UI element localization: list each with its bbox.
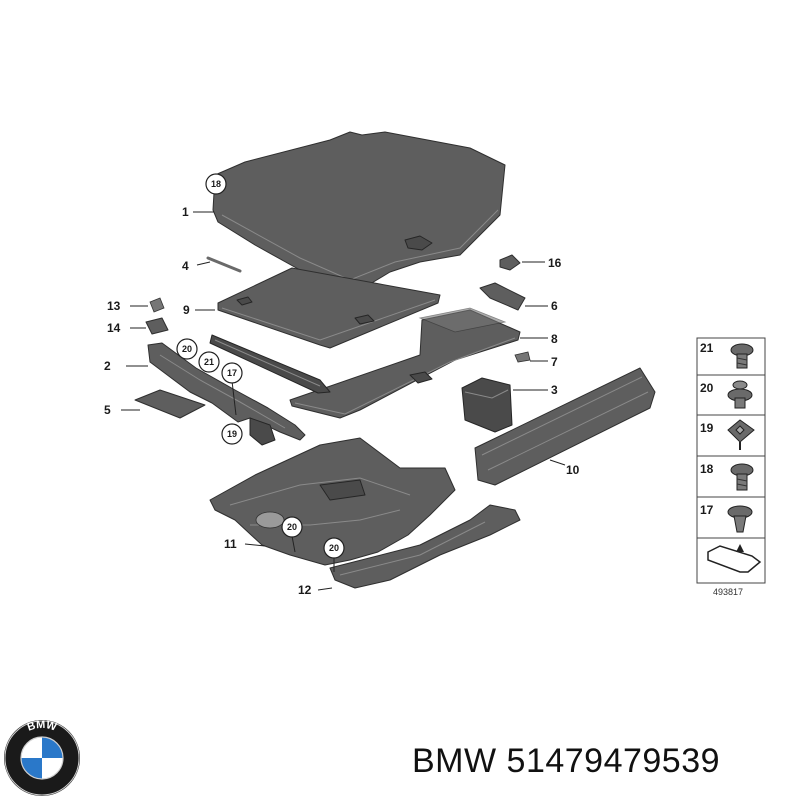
part-14-bracket: [145, 317, 169, 335]
callout-10: 10: [566, 463, 580, 477]
part-9-floor-panel: [217, 267, 441, 349]
callout-14: 14: [107, 321, 121, 335]
leader-lines: [121, 211, 566, 591]
callout-7: 7: [551, 355, 558, 369]
part-bracket-19: [249, 417, 276, 446]
part-16-bracket: [499, 254, 521, 271]
clip-19-icon: [727, 419, 755, 450]
svg-text:18: 18: [211, 179, 221, 189]
circled-callouts: 18 20 21 17 19 20 20: [176, 173, 345, 559]
circled-callout-20-bracket: 20: [176, 338, 198, 360]
table-row-label-18: 18: [700, 462, 714, 476]
part-2-bracket: [147, 342, 306, 441]
part-6-bracket: [479, 282, 526, 311]
callout-6: 6: [551, 299, 558, 313]
circled-callout-20-trim: 20: [323, 537, 345, 559]
callout-11: 11: [224, 537, 237, 551]
part-1-floor-cover: [212, 131, 506, 291]
callout-3: 3: [551, 383, 558, 397]
svg-text:17: 17: [227, 368, 237, 378]
screw-21-icon: [730, 343, 754, 369]
fastener-table: 21 20 19 18 17: [696, 337, 766, 597]
side-rail: [209, 334, 331, 394]
circled-callout-20-tub: 20: [281, 516, 303, 538]
part-5-plate: [134, 389, 206, 419]
arrow-symbol-icon: [707, 544, 762, 573]
callout-labels: 1 4 13 9 14 2 5 16 6 8 7 3 10 11 12: [104, 205, 580, 597]
part-8-floor-panel: [289, 307, 521, 419]
part-3-box: [461, 377, 513, 433]
callout-4: 4: [182, 259, 189, 273]
svg-text:BMW: BMW: [26, 719, 59, 734]
svg-text:19: 19: [227, 429, 237, 439]
table-row-label-20: 20: [700, 381, 714, 395]
circled-callout-19: 19: [221, 423, 243, 445]
callout-8: 8: [551, 332, 558, 346]
reference-number: 493817: [713, 587, 743, 597]
circled-callout-21: 21: [198, 351, 220, 373]
table-row-label-19: 19: [700, 421, 714, 435]
part-7-clip: [514, 351, 531, 363]
push-clip-17-icon: [727, 505, 753, 533]
bmw-logo: BMW: [4, 719, 80, 796]
svg-text:20: 20: [182, 344, 192, 354]
part-13-clip: [149, 297, 165, 313]
circled-callout-17: 17: [221, 362, 243, 384]
callout-1: 1: [182, 205, 189, 219]
svg-text:20: 20: [287, 522, 297, 532]
callout-2: 2: [104, 359, 111, 373]
part-4-rod: [206, 256, 242, 273]
callout-5: 5: [104, 403, 111, 417]
svg-text:20: 20: [329, 543, 339, 553]
callout-13: 13: [107, 299, 121, 313]
svg-text:21: 21: [204, 357, 214, 367]
screw-18-icon: [730, 463, 754, 491]
callout-16: 16: [548, 256, 562, 270]
table-row-label-21: 21: [700, 341, 714, 355]
callout-9: 9: [183, 303, 190, 317]
part-11-floor-tub: [209, 437, 456, 566]
nut-20-icon: [727, 380, 753, 409]
callout-12: 12: [298, 583, 312, 597]
table-row-label-17: 17: [700, 503, 714, 517]
part-number-caption: BMW 51479479539: [412, 742, 721, 780]
circled-callout-18: 18: [205, 173, 227, 195]
part-10-trim-strip: [474, 367, 656, 486]
part-12-rear-trim: [329, 504, 521, 589]
